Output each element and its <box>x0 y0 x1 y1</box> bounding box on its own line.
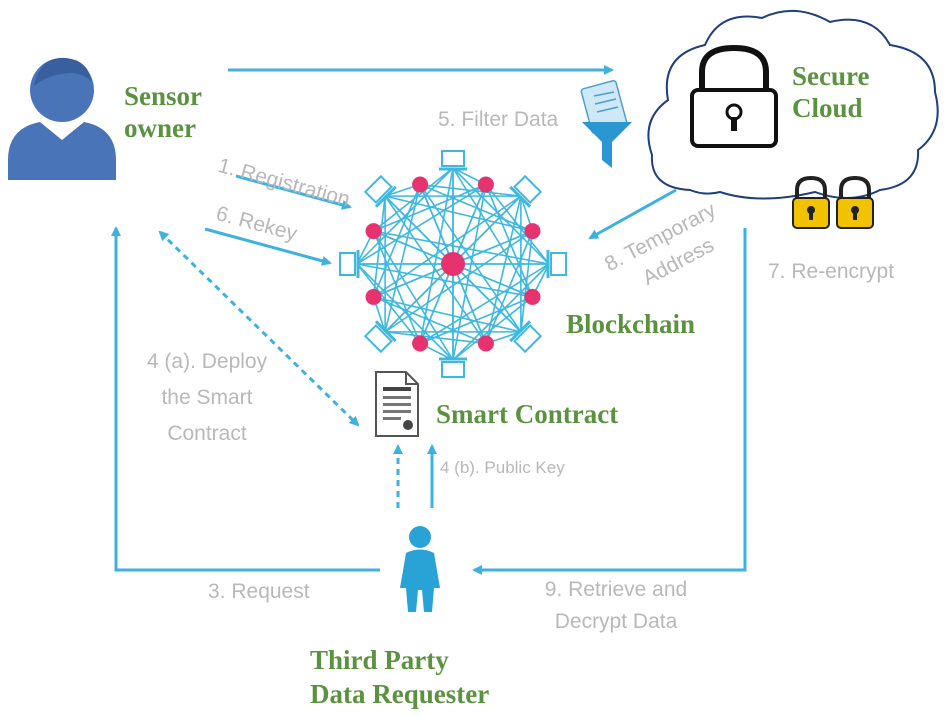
mesh-link <box>373 263 454 298</box>
step-deploy-line3: Contract <box>167 422 247 445</box>
filter-funnel-icon <box>580 80 632 168</box>
arrow-deploy-contract <box>158 230 360 427</box>
step-deploy-line1: 4 (a). Deploy <box>146 350 268 373</box>
mesh-link <box>419 263 454 344</box>
blockchain-label: Blockchain <box>566 309 696 339</box>
mesh-link <box>356 263 533 298</box>
mesh-link <box>384 230 533 333</box>
lock-icon <box>690 44 778 148</box>
blockchain-network-icon <box>339 150 567 378</box>
computer-node-icon <box>509 320 543 354</box>
blockchain-node <box>412 176 429 193</box>
blockchain-node <box>365 223 382 240</box>
step-retrieve-line2: Decrypt Data <box>554 610 678 633</box>
mesh-link <box>384 195 487 344</box>
arrow-request <box>111 226 380 572</box>
mesh-link <box>452 184 487 361</box>
contract-document-icon <box>375 371 419 437</box>
blockchain-node <box>477 176 494 193</box>
mesh-link <box>419 183 533 232</box>
computer-node-icon <box>509 174 543 208</box>
small-padlock-icon <box>792 175 830 229</box>
mesh-link <box>384 195 454 265</box>
computer-node-icon <box>363 174 397 208</box>
arrow-temporary-address <box>588 188 677 240</box>
user-icon <box>8 57 116 180</box>
sensor-owner-label: Sensor owner <box>124 81 202 144</box>
mesh-link <box>384 195 533 232</box>
arrow-retrieve <box>472 228 747 575</box>
mesh-link <box>419 184 454 265</box>
blockchain-node <box>365 288 382 305</box>
blockchain-node <box>412 335 429 352</box>
mesh-link <box>384 263 454 333</box>
cloud-icon <box>647 9 939 200</box>
mesh-link <box>373 230 454 265</box>
step-filter-data-label: 5. Filter Data <box>438 108 559 131</box>
small-padlock-icon <box>836 175 874 229</box>
step-reencrypt-label: 7. Re-encrypt <box>768 260 895 283</box>
third-party-label-line2: Data Requester <box>310 679 490 709</box>
third-party-label-line1: Third Party <box>310 645 449 675</box>
step-request-label: 3. Request <box>208 580 310 603</box>
blockchain-center-node <box>441 252 465 276</box>
arrow-registration <box>235 174 352 210</box>
computer-node-icon <box>439 357 467 378</box>
blockchain-node <box>524 288 541 305</box>
secure-cloud-label: Secure Cloud <box>792 61 870 124</box>
computer-node-icon <box>363 320 397 354</box>
computer-node-icon <box>439 150 467 171</box>
computer-node-icon <box>339 250 360 278</box>
blockchain-node <box>477 335 494 352</box>
step-retrieve-line1: 9. Retrieve and <box>544 578 688 601</box>
requester-icon <box>400 526 440 612</box>
step-public-key-label: 4 (b). Public Key <box>440 458 565 477</box>
step-deploy-line2: the Smart <box>161 386 253 409</box>
smart-contract-label: Smart Contract <box>436 399 619 429</box>
computer-node-icon <box>546 250 567 278</box>
blockchain-node <box>524 223 541 240</box>
